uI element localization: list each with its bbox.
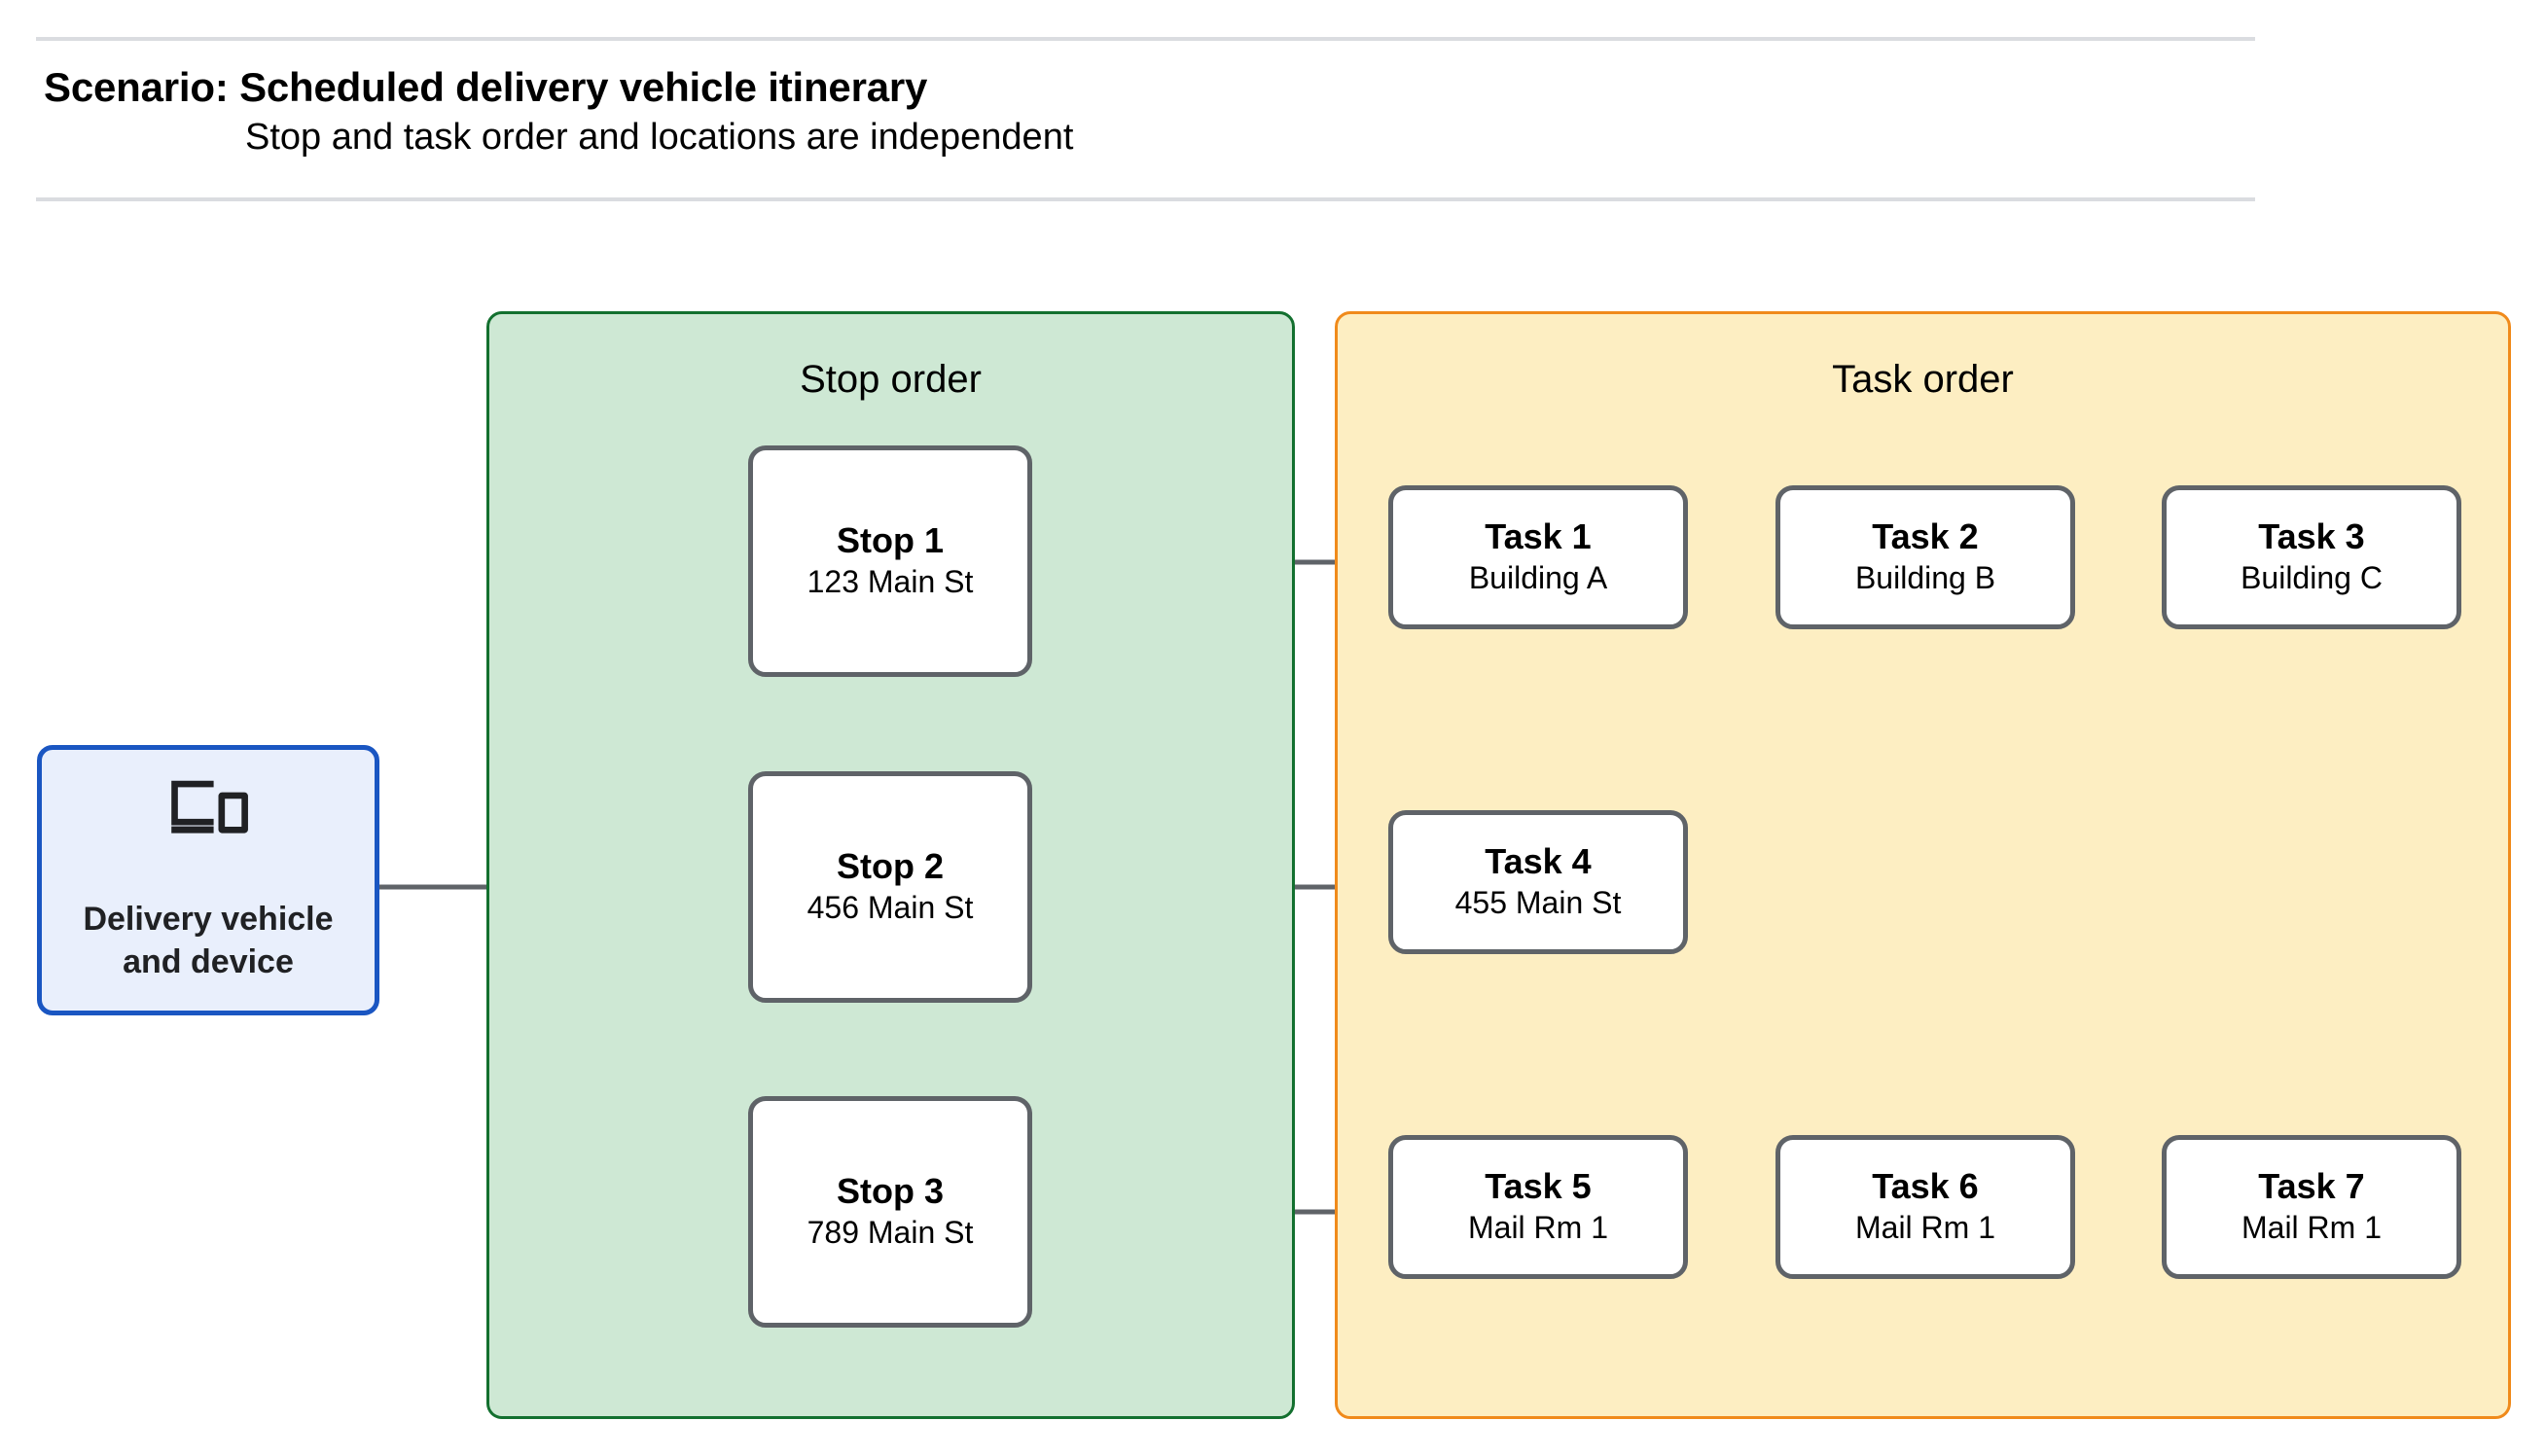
stop-node-1-title: Stop 1 — [836, 519, 944, 560]
task-node-1[interactable]: Task 1 Building A — [1388, 485, 1688, 629]
task-node-4-title: Task 4 — [1485, 840, 1592, 881]
task-node-5[interactable]: Task 5 Mail Rm 1 — [1388, 1135, 1688, 1279]
task-node-5-location: Mail Rm 1 — [1467, 1210, 1608, 1246]
delivery-vehicle-label-line2: and device — [123, 943, 294, 980]
stop-node-3[interactable]: Stop 3 789 Main St — [748, 1096, 1032, 1328]
stop-node-2-title: Stop 2 — [836, 845, 944, 886]
delivery-vehicle-node[interactable]: Delivery vehicle and device — [37, 745, 379, 1015]
stop-node-3-title: Stop 3 — [836, 1170, 944, 1211]
header-divider-top — [36, 37, 2255, 41]
stop-node-1-address: 123 Main St — [807, 564, 974, 600]
stop-node-2-address: 456 Main St — [807, 890, 974, 926]
task-node-4[interactable]: Task 4 455 Main St — [1388, 810, 1688, 954]
task-node-2-location: Building B — [1854, 560, 1996, 596]
stop-node-3-address: 789 Main St — [807, 1215, 974, 1251]
task-node-1-location: Building A — [1468, 560, 1608, 596]
task-node-7-location: Mail Rm 1 — [2241, 1210, 2382, 1246]
page-title: Scenario: Scheduled delivery vehicle iti… — [44, 64, 928, 110]
stop-node-2[interactable]: Stop 2 456 Main St — [748, 771, 1032, 1003]
task-node-6-location: Mail Rm 1 — [1854, 1210, 1995, 1246]
delivery-vehicle-label-line1: Delivery vehicle — [83, 901, 334, 939]
stop-node-1[interactable]: Stop 1 123 Main St — [748, 445, 1032, 677]
stop-order-title: Stop order — [800, 358, 982, 401]
task-node-3-title: Task 3 — [2258, 515, 2365, 556]
task-node-3-location: Building C — [2241, 560, 2383, 596]
delivery-vehicle-label: Delivery vehicle and device — [83, 899, 333, 983]
page-subtitle: Stop and task order and locations are in… — [245, 117, 1074, 158]
header-divider-bottom — [36, 197, 2255, 201]
task-node-7-title: Task 7 — [2258, 1165, 2365, 1206]
task-node-1-title: Task 1 — [1485, 515, 1592, 556]
task-node-5-title: Task 5 — [1485, 1165, 1592, 1206]
task-node-4-location: 455 Main St — [1454, 885, 1622, 921]
task-node-6-title: Task 6 — [1872, 1165, 1979, 1206]
task-node-6[interactable]: Task 6 Mail Rm 1 — [1775, 1135, 2075, 1279]
task-node-2[interactable]: Task 2 Building B — [1775, 485, 2075, 629]
task-order-title: Task order — [1832, 358, 2014, 401]
devices-icon — [171, 781, 248, 835]
task-node-2-title: Task 2 — [1872, 515, 1979, 556]
task-node-3[interactable]: Task 3 Building C — [2162, 485, 2461, 629]
task-node-7[interactable]: Task 7 Mail Rm 1 — [2162, 1135, 2461, 1279]
